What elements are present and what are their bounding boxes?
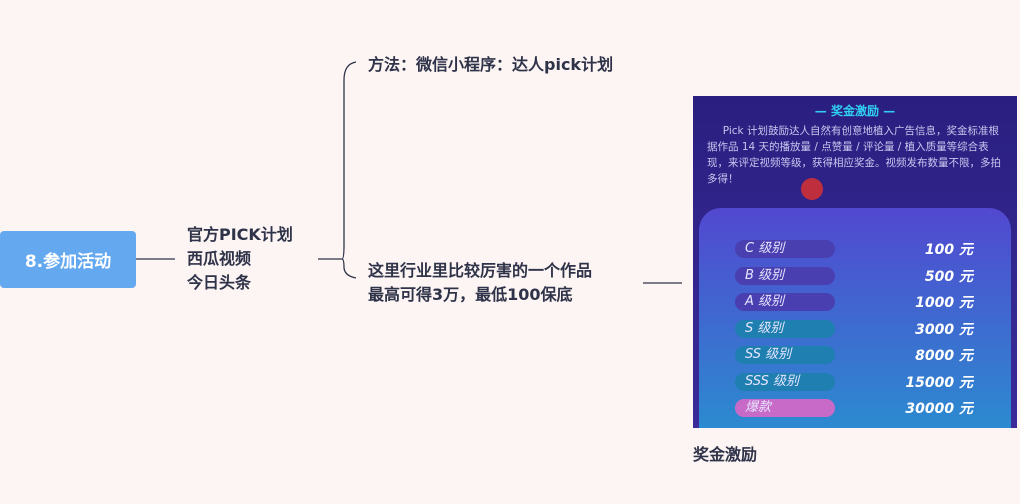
branch-node[interactable]: 官方PICK计划 西瓜视频 今日头条 [187,223,293,295]
child-node-reward[interactable]: 这里行业里比较厉害的一个作品 最高可得3万，最低100保底 [368,259,592,307]
root-node[interactable]: 8.参加活动 [0,231,136,288]
child-line: 这里行业里比较厉害的一个作品 [368,261,593,280]
image-caption: 奖金激励 [693,445,758,464]
level-pill: 爆款 [735,399,835,418]
level-pill: SSS 级别 [735,372,835,391]
child-node-method[interactable]: 方法：微信小程序：达人pick计划 [368,53,613,77]
image-description: Pick 计划鼓励达人自然有创意地植入广告信息，奖金标准根据作品 14 天的播放… [707,125,1001,185]
level-amount: 100 元 [924,242,973,259]
level-amount: 8000 元 [915,348,973,365]
level-row: 爆款 30000 元 [699,395,1011,422]
child-line: 方法：微信小程序：达人pick计划 [368,55,614,74]
child-line: 最高可得3万，最低100保底 [368,285,573,304]
branch-line: 今日头条 [187,273,252,292]
level-amount: 500 元 [924,268,973,285]
root-label: 8.参加活动 [24,252,112,272]
level-pill: A 级别 [735,293,835,312]
level-amount: 1000 元 [915,295,973,312]
image-title: — 奖金激励 — [814,104,896,118]
level-pill: B 级别 [735,266,835,285]
level-row: C 级别 100 元 [699,236,1011,263]
level-pill: C 级别 [735,240,835,259]
cursor-dot [801,178,823,200]
level-row: S 级别 3000 元 [699,316,1011,343]
reward-image: — 奖金激励 — Pick 计划鼓励达人自然有创意地植入广告信息，奖金标准根据作… [693,96,1017,428]
level-amount: 30000 元 [905,401,973,418]
level-row: A 级别 1000 元 [699,289,1011,316]
level-amount: 3000 元 [915,321,973,338]
level-pill: SS 级别 [735,346,835,365]
level-row: B 级别 500 元 [699,263,1011,290]
level-pill: S 级别 [735,319,835,338]
level-row: SS 级别 8000 元 [699,342,1011,369]
branch-line: 官方PICK计划 [187,225,293,244]
branch-line: 西瓜视频 [187,249,252,268]
level-amount: 15000 元 [905,374,973,391]
level-row: SSS 级别 15000 元 [699,369,1011,396]
level-panel: C 级别 100 元 B 级别 500 元 A 级别 1000 元 S 级别 3000 元 SS… [699,208,1011,428]
